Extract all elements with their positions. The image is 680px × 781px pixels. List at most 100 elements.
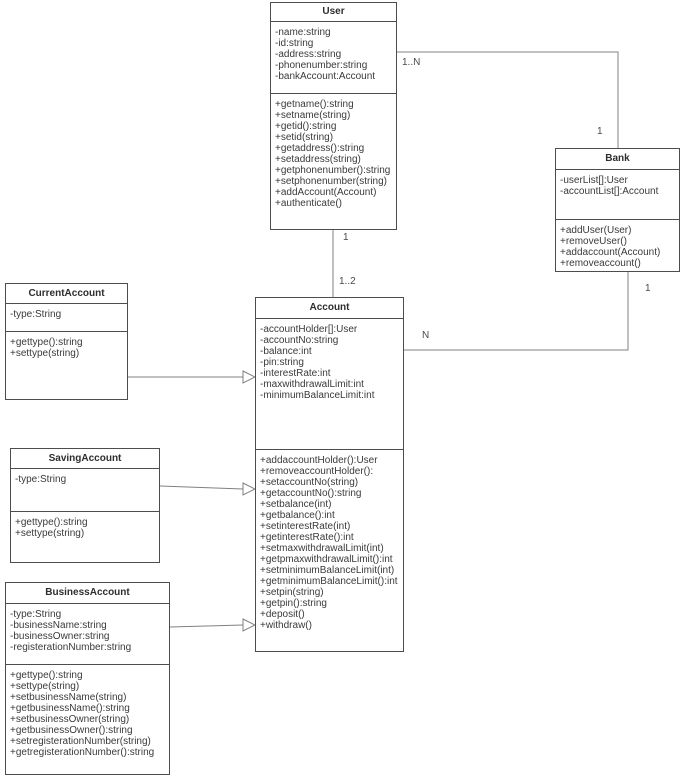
- member-line: -maxwithdrawalLimit:int: [260, 379, 364, 390]
- class-methods: +getname():string+setname(string)+getid(…: [271, 94, 396, 229]
- member-line: +addUser(User): [560, 225, 632, 236]
- member-line: +getaddress():string: [275, 143, 365, 154]
- member-line: -businessOwner:string: [10, 631, 110, 642]
- member-line: +setname(string): [275, 110, 351, 121]
- member-line: +setaccountNo(string): [260, 477, 359, 488]
- multiplicity-label: 1: [343, 232, 349, 243]
- member-line: +removeUser(): [560, 236, 627, 247]
- multiplicity-label: 1: [597, 126, 603, 137]
- member-line: +getbusinessName():string: [10, 703, 130, 714]
- member-line: -bankAccount:Account: [275, 71, 376, 82]
- member-line: +setaddress(string): [275, 154, 361, 165]
- member-line: -accountHolder[]:User: [260, 324, 358, 335]
- generalization-savingaccount-line: [159, 485, 244, 490]
- generalization-arrowhead-icon: [242, 482, 257, 496]
- generalization-arrowhead-icon: [242, 618, 257, 632]
- class-attributes: -type:String: [11, 469, 159, 512]
- member-line: +getid():string: [275, 121, 337, 132]
- multiplicity-label: 1: [645, 283, 651, 294]
- member-line: +gettype():string: [10, 670, 83, 681]
- member-line: -registerationNumber:string: [10, 642, 132, 653]
- member-line: -interestRate:int: [260, 368, 331, 379]
- member-line: +getregisterationNumber():string: [10, 747, 155, 758]
- association-user-bank: [397, 51, 619, 148]
- member-line: -businessName:string: [10, 620, 107, 631]
- member-line: +setmaxwithdrawalLimit(int): [260, 543, 384, 554]
- member-line: +setphonenumber(string): [275, 176, 388, 187]
- member-line: +withdraw(): [260, 620, 312, 631]
- class-box-account[interactable]: Account -accountHolder[]:User-accountNo:…: [255, 297, 404, 652]
- member-line: +setid(string): [275, 132, 334, 143]
- member-line: +addAccount(Account): [275, 187, 377, 198]
- class-methods: +gettype():string+settype(string): [11, 512, 159, 562]
- member-line: +settype(string): [10, 681, 80, 692]
- member-line: +addaccountHolder():User: [260, 455, 378, 466]
- member-line: +setminimumBalanceLimit(int): [260, 565, 395, 576]
- member-line: +deposit(): [260, 609, 305, 620]
- generalization-arrowhead-icon: [242, 370, 257, 384]
- member-line: +settype(string): [15, 528, 85, 539]
- multiplicity-label: 1..2: [339, 276, 356, 287]
- class-methods: +gettype():string+settype(string)+setbus…: [6, 665, 169, 774]
- class-methods: +addUser(User)+removeUser()+addaccount(A…: [556, 220, 679, 271]
- member-line: +setbalance(int): [260, 499, 332, 510]
- member-line: -type:String: [15, 474, 67, 485]
- member-line: +setbusinessName(string): [10, 692, 127, 703]
- member-line: +setbusinessOwner(string): [10, 714, 130, 725]
- generalization-businessaccount-line: [169, 624, 244, 628]
- member-line: +setregisterationNumber(string): [10, 736, 151, 747]
- member-line: -type:String: [10, 309, 62, 320]
- class-box-currentaccount[interactable]: CurrentAccount -type:String +gettype():s…: [5, 283, 128, 400]
- multiplicity-label: 1..N: [402, 57, 421, 68]
- member-line: +getinterestRate():int: [260, 532, 354, 543]
- class-attributes: -type:String-businessName:string-busines…: [6, 604, 169, 665]
- class-title: CurrentAccount: [6, 284, 127, 304]
- class-attributes: -name:string-id:string-address:string-ph…: [271, 22, 396, 94]
- class-attributes: -accountHolder[]:User-accountNo:string-b…: [256, 319, 403, 450]
- class-attributes: -type:String: [6, 304, 127, 332]
- member-line: +settype(string): [10, 348, 80, 359]
- member-line: +setinterestRate(int): [260, 521, 351, 532]
- association-bank-account: [404, 272, 629, 351]
- class-attributes: -userList[]:User-accountList[]:Account: [556, 170, 679, 220]
- class-title: Bank: [556, 149, 679, 170]
- class-title: User: [271, 3, 396, 22]
- class-methods: +gettype():string+settype(string): [6, 332, 127, 399]
- class-box-businessaccount[interactable]: BusinessAccount -type:String-businessNam…: [5, 582, 170, 775]
- member-line: -address:string: [275, 49, 342, 60]
- member-line: -userList[]:User: [560, 175, 628, 186]
- member-line: +getminimumBalanceLimit():int: [260, 576, 398, 587]
- class-box-bank[interactable]: Bank -userList[]:User-accountList[]:Acco…: [555, 148, 680, 272]
- member-line: -type:String: [10, 609, 62, 620]
- member-line: +getpin():string: [260, 598, 327, 609]
- class-title: BusinessAccount: [6, 583, 169, 604]
- class-box-user[interactable]: User -name:string-id:string-address:stri…: [270, 2, 397, 230]
- member-line: -accountNo:string: [260, 335, 339, 346]
- class-box-savingaccount[interactable]: SavingAccount -type:String +gettype():st…: [10, 448, 160, 563]
- member-line: +gettype():string: [10, 337, 83, 348]
- member-line: -phonenumber:string: [275, 60, 368, 71]
- member-line: +gettype():string: [15, 517, 88, 528]
- member-line: -pin:string: [260, 357, 304, 368]
- member-line: +authenticate(): [275, 198, 342, 209]
- member-line: +removeaccountHolder():: [260, 466, 374, 477]
- class-title: SavingAccount: [11, 449, 159, 469]
- member-line: +addaccount(Account): [560, 247, 661, 258]
- member-line: -minimumBalanceLimit:int: [260, 390, 375, 401]
- member-line: +removeaccount(): [560, 258, 641, 269]
- member-line: +getphonenumber():string: [275, 165, 391, 176]
- member-line: +getpmaxwithdrawalLimit():int: [260, 554, 393, 565]
- member-line: +getname():string: [275, 99, 354, 110]
- multiplicity-label: N: [422, 330, 430, 341]
- class-title: Account: [256, 298, 403, 319]
- member-line: -name:string: [275, 27, 331, 38]
- class-methods: +addaccountHolder():User+removeaccountHo…: [256, 450, 403, 651]
- member-line: +getbusinessOwner():string: [10, 725, 133, 736]
- member-line: +getbalance():int: [260, 510, 335, 521]
- member-line: -accountList[]:Account: [560, 186, 659, 197]
- member-line: -balance:int: [260, 346, 312, 357]
- member-line: +setpin(string): [260, 587, 324, 598]
- member-line: +getaccountNo():string: [260, 488, 362, 499]
